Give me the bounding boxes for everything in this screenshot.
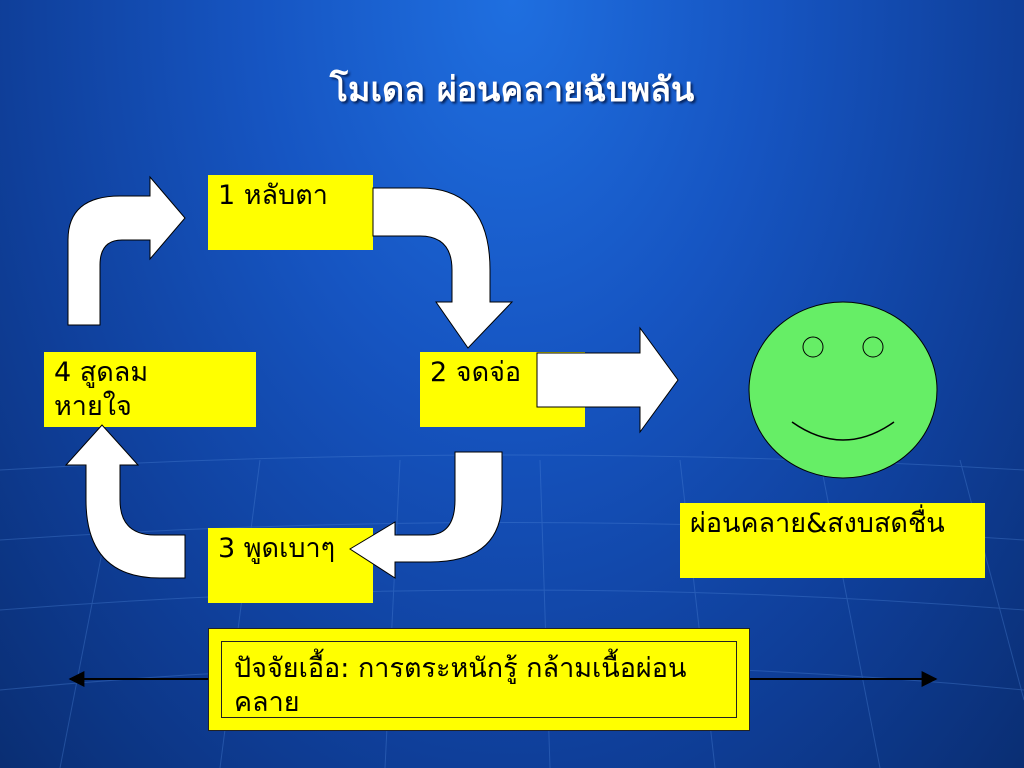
factor-box: ปัจจัยเอื้อ: การตระหนักรู้ กล้ามเนื้อผ่อ… [208, 628, 750, 731]
step-1-box: 1 หลับตา [208, 175, 373, 250]
result-label: ผ่อนคลาย&สงบสดชื่น [690, 508, 945, 539]
slide-title: โมเดล ผ่อนคลายฉับพลัน [329, 70, 695, 110]
arrow-step2-to-step3 [349, 451, 503, 579]
step-3-box: 3 พูดเบาๆ [208, 528, 373, 603]
factor-label: ปัจจัยเอื้อ: การตระหนักรู้ กล้ามเนื้อผ่อ… [234, 653, 687, 718]
arrow-step4-to-step1 [67, 175, 186, 326]
arrow-step2-to-result [536, 326, 679, 434]
result-box: ผ่อนคลาย&สงบสดชื่น [680, 503, 985, 578]
arrow-step3-to-step4 [64, 424, 186, 579]
step-4-box: 4 สูดลม หายใจ [44, 352, 256, 427]
step-1-label: 1 หลับตา [218, 180, 328, 211]
factor-inner: ปัจจัยเอื้อ: การตระหนักรู้ กล้ามเนื้อผ่อ… [221, 641, 737, 718]
arrow-step1-to-step2 [372, 187, 514, 349]
step-2-label: 2 จดจ่อ [430, 357, 522, 388]
step-4-label: 4 สูดลม หายใจ [54, 357, 149, 422]
step-3-label: 3 พูดเบาๆ [218, 533, 336, 564]
smiley-face-icon [748, 301, 938, 479]
